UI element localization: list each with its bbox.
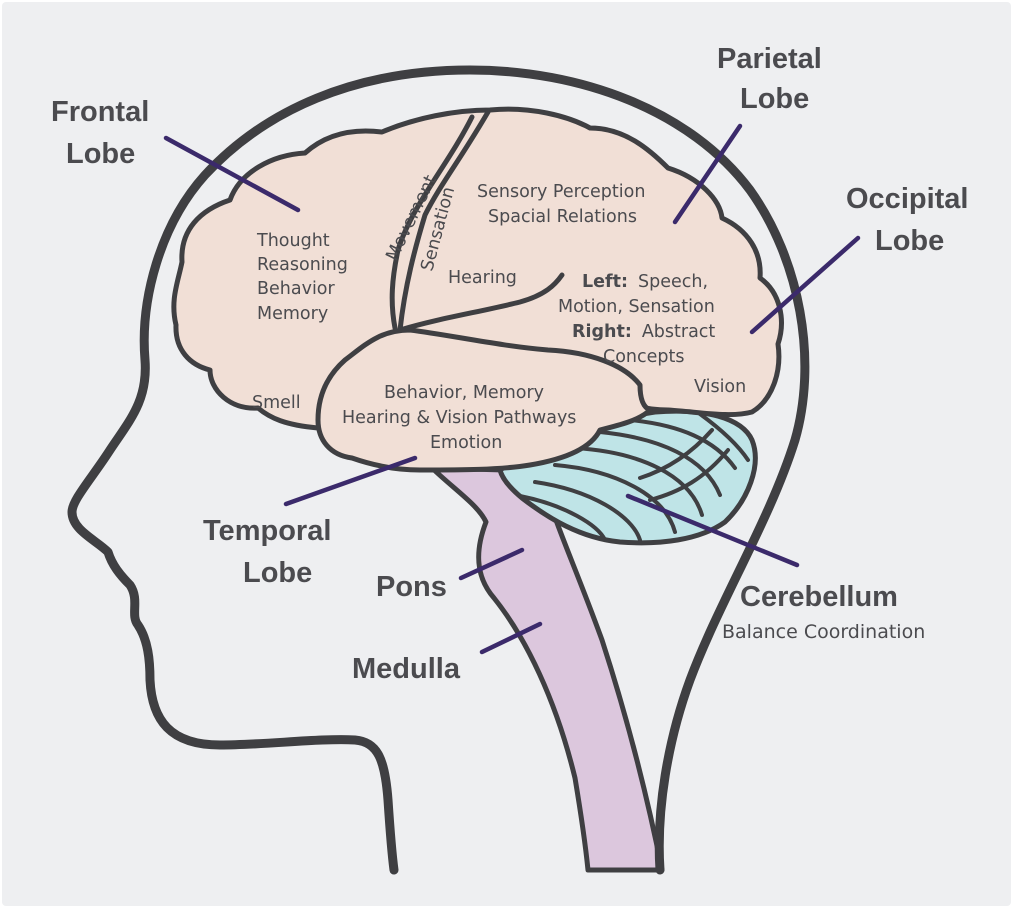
vision-label: Vision [694, 377, 746, 397]
cerebellum-function-label: Balance Coordination [722, 621, 925, 643]
pons-label: Pons [376, 571, 447, 603]
cerebellum-label: Cerebellum [740, 581, 898, 613]
smell-label: Smell [252, 393, 301, 413]
hearing-label: Hearing [448, 268, 517, 288]
medulla-label: Medulla [352, 653, 461, 685]
